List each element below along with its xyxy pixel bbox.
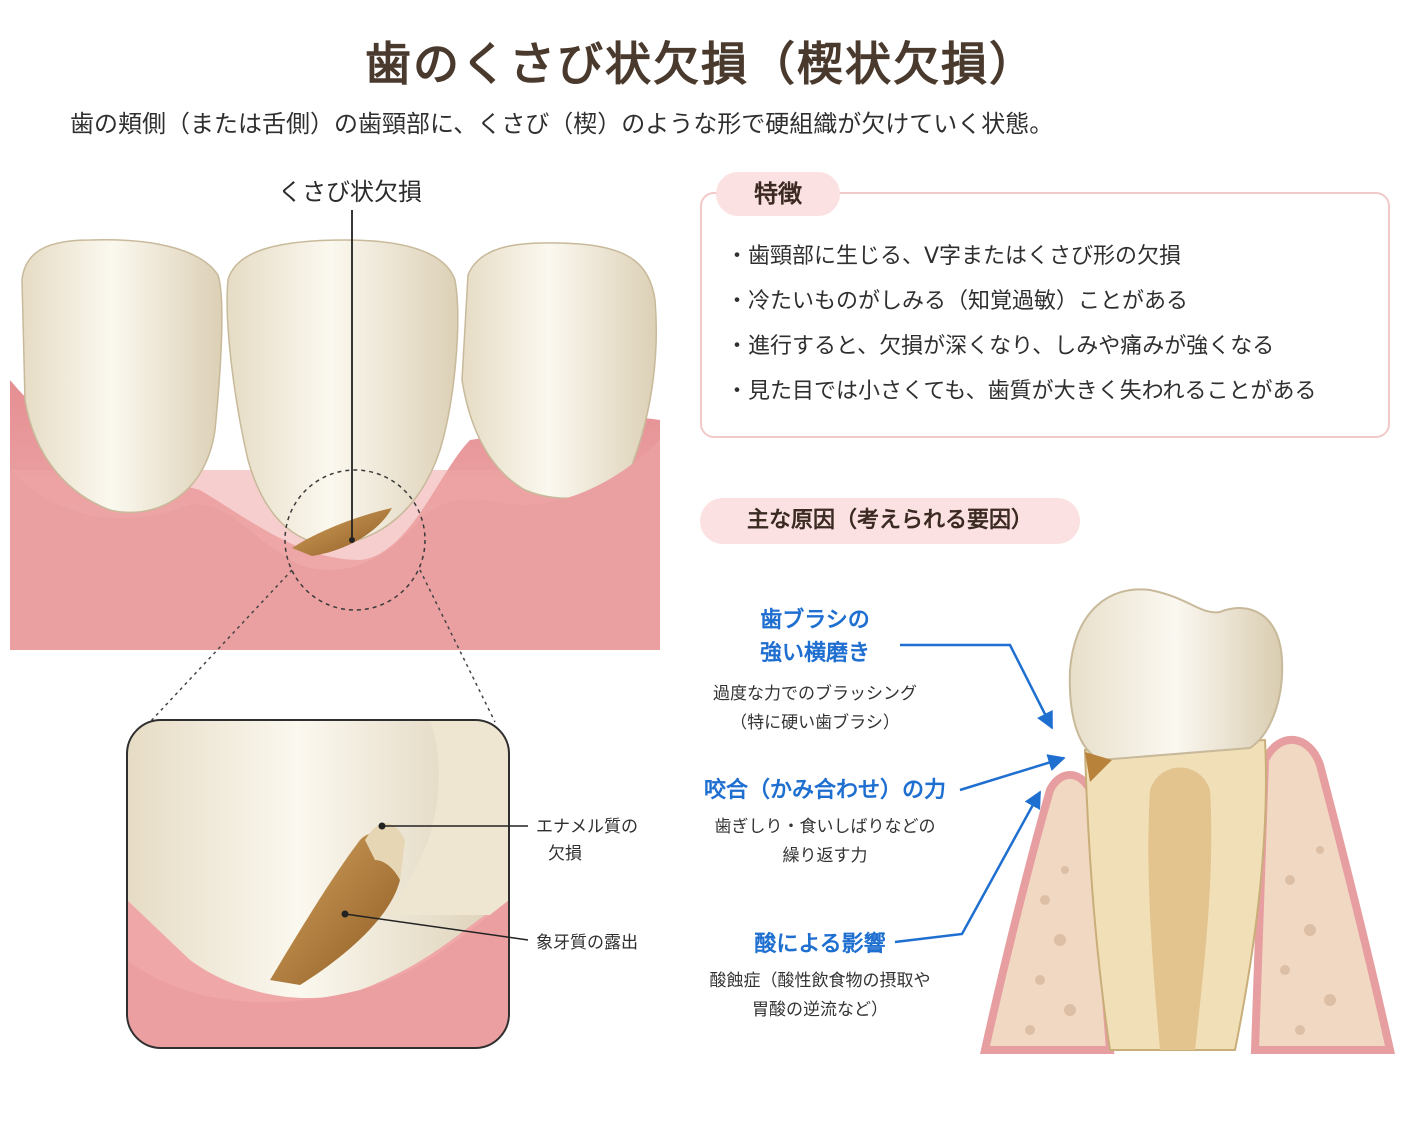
arrow-brushing [900,643,1054,730]
causes-heading: 主な原因（考えられる要因） [700,498,1080,544]
feature-item: ・歯頸部に生じる、V字またはくさび形の欠損 [726,244,1182,269]
cause-desc: （特に硬い歯ブラシ） [730,713,900,733]
cause-desc: 歯ぎしり・食いしばりなどの [714,817,936,837]
tooth-right [461,242,657,499]
cause-desc: 酸蝕症（酸性飲食物の摂取や [709,971,931,991]
bone-right [1250,736,1395,1054]
zoom-dentin [270,833,400,985]
enamel-callout-line2: 欠損 [548,844,582,864]
arrow-occlusion [959,754,1066,792]
enamel-callout-line1: エナメル質の [536,817,638,837]
tooth-cross-section [894,588,1395,1054]
cause-occlusion: 咬合（かみ合わせ）の力 歯ぎしり・食いしばりなどの 繰り返す力 [690,774,960,871]
enamel-callout: エナメル質の 欠損 [536,814,638,868]
wedge-defect [292,508,392,556]
features-heading: 特徴 [716,172,840,216]
features-box [700,192,1390,438]
teeth-illustration [10,210,660,1049]
feature-item: ・冷たいものがしみる（知覚過敏）ことがある [726,289,1189,314]
cause-title: 強い横磨き [759,641,870,666]
cause-title: 咬合（かみ合わせ）の力 [703,778,946,803]
wedge-defect-label: くさび状欠損 [278,178,422,206]
cause-title: 歯ブラシの [760,608,870,633]
cause-desc: 胃酸の逆流など） [752,1000,888,1020]
feature-item: ・見た目では小さくても、歯質が大きく失われることがある [726,379,1317,404]
dentin-callout: 象牙質の露出 [536,933,638,953]
feature-item: ・進行すると、欠損が深くなり、しみや痛みが強くなる [726,334,1275,359]
tooth-left [21,239,223,514]
cause-acid: 酸による影響 酸蝕症（酸性飲食物の摂取や 胃酸の逆流など） [680,928,960,1025]
bone-left [980,771,1115,1054]
page-title: 歯のくさび状欠損（楔状欠損） [365,37,1037,91]
tooth-center [226,239,459,546]
tooth-pulp [1148,767,1212,1050]
zoom-inset [127,720,509,1048]
arrow-acid [894,790,1042,944]
tooth-crown [1068,588,1284,762]
cause-brushing: 歯ブラシの 強い横磨き 過度な力でのブラッシング （特に硬い歯ブラシ） [690,604,940,738]
cause-desc: 過度な力でのブラッシング [713,684,917,704]
page-subtitle: 歯の頬側（または舌側）の歯頸部に、くさび（楔）のような形で硬組織が欠けていく状態… [70,110,1054,138]
cause-title: 酸による影響 [754,932,886,957]
cause-desc: 繰り返す力 [782,846,868,866]
